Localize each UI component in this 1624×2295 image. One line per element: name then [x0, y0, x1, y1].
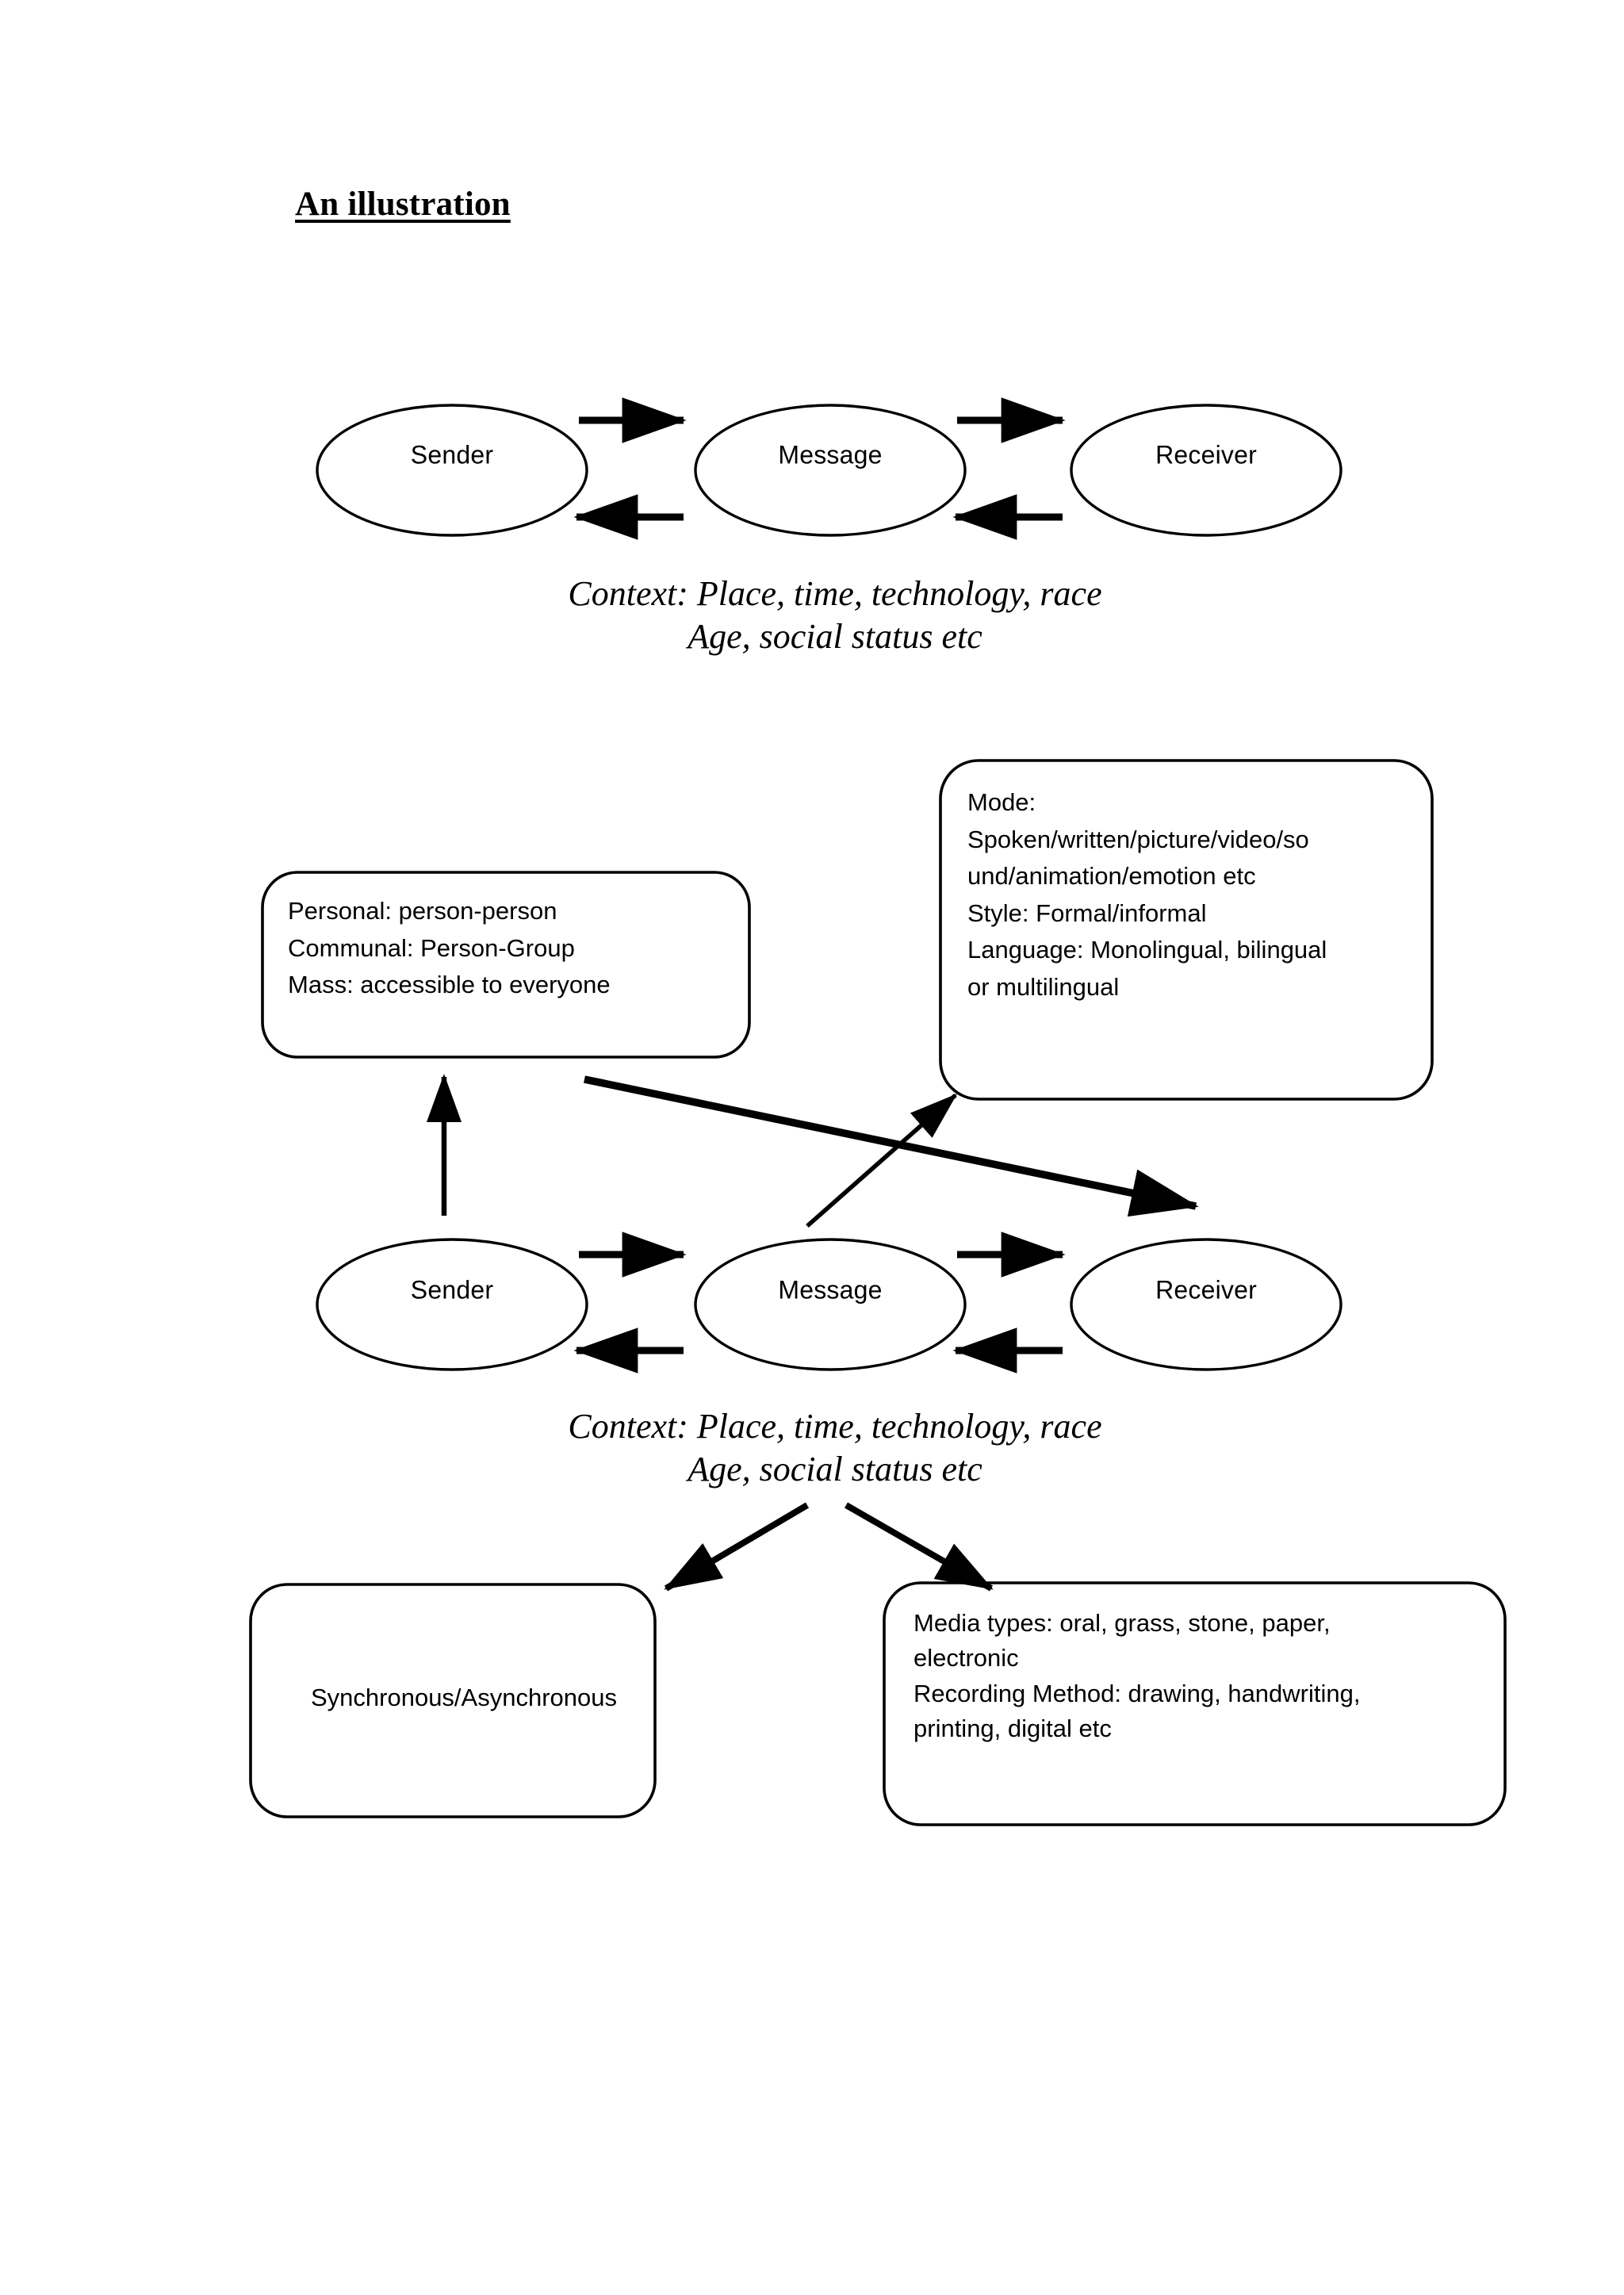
arrow-participants-to-receiver	[584, 1075, 1199, 1217]
note-line-1: Media types: oral, grass, stone, paper,	[914, 1609, 1331, 1637]
label-message-top: Message	[778, 440, 883, 469]
page-title: An illustration	[295, 186, 511, 223]
note-participants: Personal: person-person Communal: Person…	[288, 893, 732, 1004]
note-line-3: Recording Method: drawing, handwriting,	[914, 1679, 1361, 1707]
note-line-2: Communal: Person-Group	[288, 933, 575, 962]
top-diagram-shapes	[316, 397, 1342, 540]
arrow-caption-to-media	[845, 1502, 994, 1592]
caption-line-1: Context: Place, time, technology, race	[568, 1407, 1102, 1446]
arrow-message-to-mode	[806, 1093, 958, 1228]
note-line-2: electronic	[914, 1644, 1019, 1672]
note-line-4: Style: Formal/informal	[967, 898, 1207, 927]
caption-line-2: Age, social status etc	[688, 1449, 982, 1488]
ellipse-message-top	[694, 404, 967, 537]
ellipse-sender-top	[316, 404, 588, 537]
note-line-1: Mode:	[967, 788, 1036, 816]
note-mode: Mode: Spoken/written/picture/video/so un…	[967, 784, 1427, 1006]
label-receiver-top: Receiver	[1155, 440, 1257, 469]
caption-context-top: Context: Place, time, technology, race A…	[568, 573, 1101, 657]
note-line-1: Synchronous/Asynchronous	[310, 1684, 617, 1711]
note-line-6: or multilingual	[967, 972, 1120, 1001]
caption-line-2: Age, social status etc	[688, 616, 982, 656]
arrow-caption-to-timing	[664, 1502, 810, 1592]
label-sender-top: Sender	[410, 440, 494, 469]
caption-context-bottom: Context: Place, time, technology, race A…	[568, 1405, 1101, 1490]
ellipse-receiver-top	[1070, 404, 1342, 537]
note-line-5: Language: Monolingual, bilingual	[967, 936, 1327, 964]
label-receiver-bottom: Receiver	[1155, 1275, 1257, 1305]
note-line-1: Personal: person-person	[288, 897, 557, 925]
note-line-3: und/animation/emotion etc	[967, 862, 1256, 890]
caption-line-1: Context: Place, time, technology, race	[568, 574, 1102, 613]
note-line-4: printing, digital etc	[914, 1714, 1112, 1742]
label-sender-bottom: Sender	[410, 1275, 494, 1305]
note-line-2: Spoken/written/picture/video/so	[967, 825, 1309, 853]
label-message-bottom: Message	[778, 1275, 883, 1305]
note-timing: Synchronous/Asynchronous	[278, 1680, 650, 1717]
note-line-3: Mass: accessible to everyone	[288, 971, 611, 998]
note-media: Media types: oral, grass, stone, paper, …	[914, 1606, 1484, 1746]
